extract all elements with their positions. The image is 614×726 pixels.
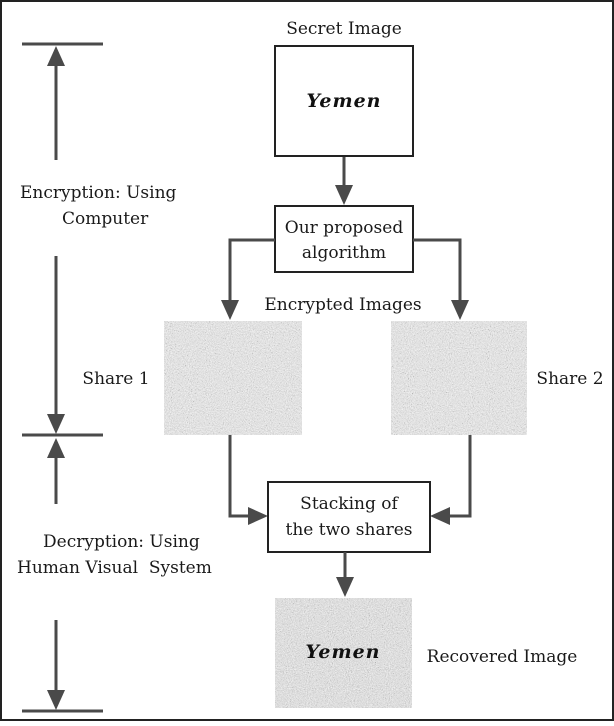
- algorithm-line2: algorithm: [302, 243, 386, 263]
- algorithm-line1: Our proposed: [285, 218, 404, 238]
- stacking-line2: the two shares: [286, 520, 413, 540]
- recovered-image-label: Recovered Image: [427, 647, 578, 667]
- secret-image-text: Yemen: [306, 90, 381, 112]
- share1-image: [164, 321, 302, 435]
- algorithm-box: [274, 205, 414, 273]
- share2-label: Share 2: [536, 369, 603, 389]
- secret-image-label: Secret Image: [286, 19, 402, 39]
- secret-image-box: [274, 45, 414, 157]
- encryption-label-line1: Encryption: Using: [20, 183, 177, 203]
- decryption-bracket: [22, 438, 103, 713]
- recovered-image-text: Yemen: [305, 641, 380, 663]
- decryption-label-line1: Decryption: Using: [43, 532, 200, 552]
- recovered-image: [275, 598, 412, 708]
- stacking-box: [267, 481, 431, 553]
- encryption-bracket: [22, 42, 103, 437]
- encryption-label-line2: Computer: [62, 209, 149, 229]
- decryption-label-line2: Human Visual System: [17, 558, 212, 578]
- arrow-share2-to-stacking: [430, 435, 472, 525]
- encrypted-images-label: Encrypted Images: [264, 295, 421, 315]
- arrow-secret-to-algorithm: [335, 157, 353, 205]
- share1-label: Share 1: [82, 369, 149, 389]
- share2-image: [391, 321, 527, 435]
- arrow-share1-to-stacking: [228, 435, 268, 525]
- stacking-line1: Stacking of: [300, 494, 399, 514]
- arrow-stacking-to-recovered: [336, 552, 354, 597]
- arrow-algorithm-to-share1: [221, 238, 275, 320]
- arrow-algorithm-to-share2: [413, 238, 469, 320]
